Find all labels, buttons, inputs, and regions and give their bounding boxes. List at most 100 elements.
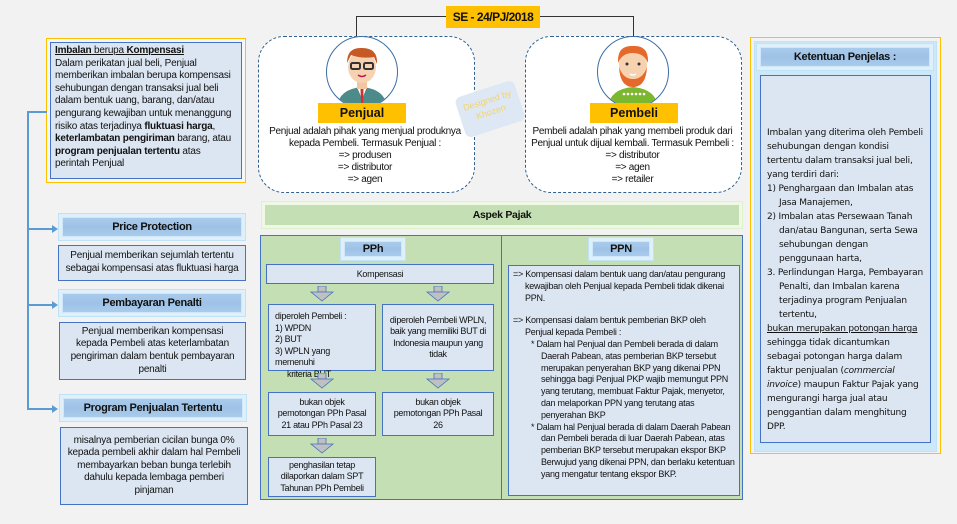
connector-line bbox=[27, 408, 53, 410]
pph-right-text: diperoleh Pembeli WPLN, baik yang memili… bbox=[389, 314, 487, 360]
connector-line bbox=[27, 111, 47, 113]
ppn-subpoint: * Dalam hal Penjual berada di dalam Daer… bbox=[531, 421, 735, 479]
ppn-title: PPN bbox=[592, 241, 650, 257]
imbalan-text: Dalam perikatan jual beli, Penjual membe… bbox=[55, 57, 232, 132]
connector-line bbox=[540, 16, 634, 18]
imbalan-bold: fluktuasi harga bbox=[144, 120, 213, 132]
arrow-right-icon bbox=[52, 301, 58, 309]
ppn-point: => Kompensasi dalam bentuk pemberian BKP… bbox=[513, 315, 706, 338]
regulation-title: SE - 24/PJ/2018 bbox=[446, 6, 540, 28]
ppn-point: => Kompensasi dalam bentuk uang dan/atau… bbox=[513, 269, 726, 303]
category-desc: Penjual memberikan sejumlah tertentu seb… bbox=[65, 250, 239, 274]
category-desc: misalnya pemberian cicilan bunga 0% kepa… bbox=[67, 434, 241, 496]
pembayaran-penalti-desc: Penjual memberikan kompensasi kepada Pem… bbox=[59, 322, 246, 380]
ketentuan-header: Ketentuan Penjelas : bbox=[756, 43, 934, 71]
seller-person-icon bbox=[337, 47, 387, 107]
pembeli-item: => agen bbox=[615, 162, 650, 173]
kompensasi-label: Kompensasi bbox=[356, 269, 404, 279]
pph-final-box: penghasilan tetap dilaporkan dalam SPT T… bbox=[268, 457, 376, 497]
category-title: Program Penjualan Tertentu bbox=[63, 398, 243, 418]
pembeli-avatar bbox=[597, 36, 669, 108]
connector-line bbox=[633, 16, 635, 37]
program-penjualan-desc: misalnya pemberian cicilan bunga 0% kepa… bbox=[60, 427, 248, 505]
penjual-desc-line: kepada Pembeli. Termasuk Penjual : bbox=[289, 138, 441, 149]
ppn-content: => Kompensasi dalam bentuk uang dan/atau… bbox=[508, 265, 740, 496]
ppn-subpoint: * Dalam hal Penjual dan Pembeli berada d… bbox=[531, 338, 728, 420]
imbalan-heading-part: berupa bbox=[91, 45, 127, 56]
ketentuan-item: 1) Penghargaan dan Imbalan atas Jasa Man… bbox=[767, 184, 914, 208]
pembeli-item: => distributor bbox=[605, 150, 660, 161]
ketentuan-item: 3. Perlindungan Harga, Pembayaran Penalt… bbox=[767, 268, 923, 320]
imbalan-heading-part: Kompensasi bbox=[126, 45, 185, 56]
ketentuan-italic: commercial invoice bbox=[767, 366, 895, 390]
connector-line bbox=[27, 111, 29, 409]
pembeli-desc-line: Pembeli adalah pihak yang membeli produk… bbox=[532, 126, 733, 137]
pembeli-label: Pembeli bbox=[590, 103, 678, 123]
ketentuan-conclusion: bukan merupakan potongan harga sehingga … bbox=[767, 322, 924, 434]
pph-left-item: 3) WPLN yang memenuhi bbox=[275, 345, 330, 368]
arrow-down-icon bbox=[310, 286, 334, 302]
program-penjualan-header: Program Penjualan Tertentu bbox=[59, 394, 247, 422]
price-protection-desc: Penjual memberikan sejumlah tertentu seb… bbox=[58, 245, 246, 281]
penjual-item: => produsen bbox=[338, 150, 392, 161]
kompensasi-box: Kompensasi bbox=[266, 264, 494, 284]
category-title: Pembayaran Penalti bbox=[62, 293, 242, 313]
pph-right-result: bukan objek pemotongan PPh Pasal 26 bbox=[382, 392, 494, 436]
price-protection-header: Price Protection bbox=[58, 213, 246, 241]
pph-left-item: 2) BUT bbox=[275, 334, 302, 344]
pembeli-desc-line: Penjual untuk dijual kembali. Termasuk P… bbox=[531, 138, 734, 149]
arrow-down-icon bbox=[426, 373, 450, 389]
connector-line bbox=[27, 228, 53, 230]
arrow-right-icon bbox=[52, 225, 58, 233]
pph-left-box: diperoleh Pembeli : 1) WPDN 2) BUT 3) WP… bbox=[268, 304, 376, 379]
imbalan-bold: keterlambatan pengiriman bbox=[55, 133, 175, 145]
pph-left-result: bukan objek pemotongan PPh Pasal 21 atau… bbox=[268, 392, 376, 436]
penjual-item: => distributor bbox=[337, 162, 393, 173]
pph-header: PPh bbox=[340, 237, 406, 261]
ketentuan-text: sehingga tidak dicantumkan sebagai poton… bbox=[767, 338, 903, 376]
ketentuan-text: ) maupun Faktur Pajak yang mengurangi ha… bbox=[767, 380, 919, 432]
penjual-desc-line: Penjual adalah pihak yang menjual produk… bbox=[269, 126, 461, 137]
buyer-person-icon bbox=[608, 45, 658, 107]
pph-left-heading: diperoleh Pembeli : bbox=[275, 311, 347, 321]
aspek-pajak-title: Aspek Pajak bbox=[265, 205, 739, 225]
pph-title: PPh bbox=[344, 241, 402, 257]
category-title: Price Protection bbox=[62, 217, 242, 237]
imbalan-text: atas perintah Penjual bbox=[55, 145, 201, 170]
imbalan-content: Imbalan berupa Kompensasi Dalam perikata… bbox=[50, 42, 242, 179]
ketentuan-content: Imbalan yang diterima oleh Pembeli sehub… bbox=[760, 75, 931, 443]
connector-line bbox=[356, 16, 446, 18]
penjual-description: Penjual adalah pihak yang menjual produk… bbox=[262, 126, 468, 186]
penjual-item: => agen bbox=[347, 174, 383, 185]
ketentuan-intro: Imbalan yang diterima oleh Pembeli sehub… bbox=[767, 128, 923, 180]
connector-line bbox=[27, 304, 53, 306]
imbalan-heading: Imbalan berupa Kompensasi bbox=[55, 45, 237, 58]
ketentuan-item: 2) Imbalan atas Persewaan Tanah dan/atau… bbox=[767, 212, 918, 264]
pph-left-result-text: bukan objek pemotongan PPh Pasal 21 atau… bbox=[277, 396, 367, 430]
imbalan-text: , bbox=[212, 120, 216, 132]
pph-left-item: 1) WPDN bbox=[275, 322, 311, 333]
pembeli-item: => retailer bbox=[611, 174, 654, 185]
penjual-avatar bbox=[326, 36, 398, 108]
ppn-header: PPN bbox=[588, 237, 654, 261]
pembeli-description: Pembeli adalah pihak yang membeli produk… bbox=[528, 126, 737, 186]
imbalan-bold: program penjualan tertentu bbox=[55, 145, 180, 157]
pph-left-item: kriteria BUT bbox=[287, 368, 331, 379]
category-desc: Penjual memberikan kompensasi kepada Pem… bbox=[70, 325, 235, 375]
arrow-down-icon bbox=[310, 438, 334, 454]
ketentuan-underlined: bukan merupakan potongan harga bbox=[767, 324, 918, 334]
imbalan-text: barang, atau bbox=[174, 133, 232, 145]
ketentuan-border bbox=[750, 37, 941, 454]
ketentuan-title: Ketentuan Penjelas : bbox=[760, 47, 930, 67]
arrow-down-icon bbox=[426, 286, 450, 302]
pph-right-box: diperoleh Pembeli WPLN, baik yang memili… bbox=[382, 304, 494, 371]
pembayaran-penalti-header: Pembayaran Penalti bbox=[58, 289, 246, 317]
arrow-right-icon bbox=[52, 405, 58, 413]
arrow-down-icon bbox=[310, 373, 334, 389]
connector-line bbox=[356, 16, 358, 37]
aspek-pajak-header: Aspek Pajak bbox=[261, 201, 743, 229]
pph-right-result-text: bukan objek pemotongan PPh Pasal 26 bbox=[393, 396, 483, 430]
imbalan-box: Imbalan berupa Kompensasi Dalam perikata… bbox=[46, 38, 246, 183]
penjual-label: Penjual bbox=[318, 103, 406, 123]
imbalan-heading-part: Imbalan bbox=[55, 45, 92, 56]
